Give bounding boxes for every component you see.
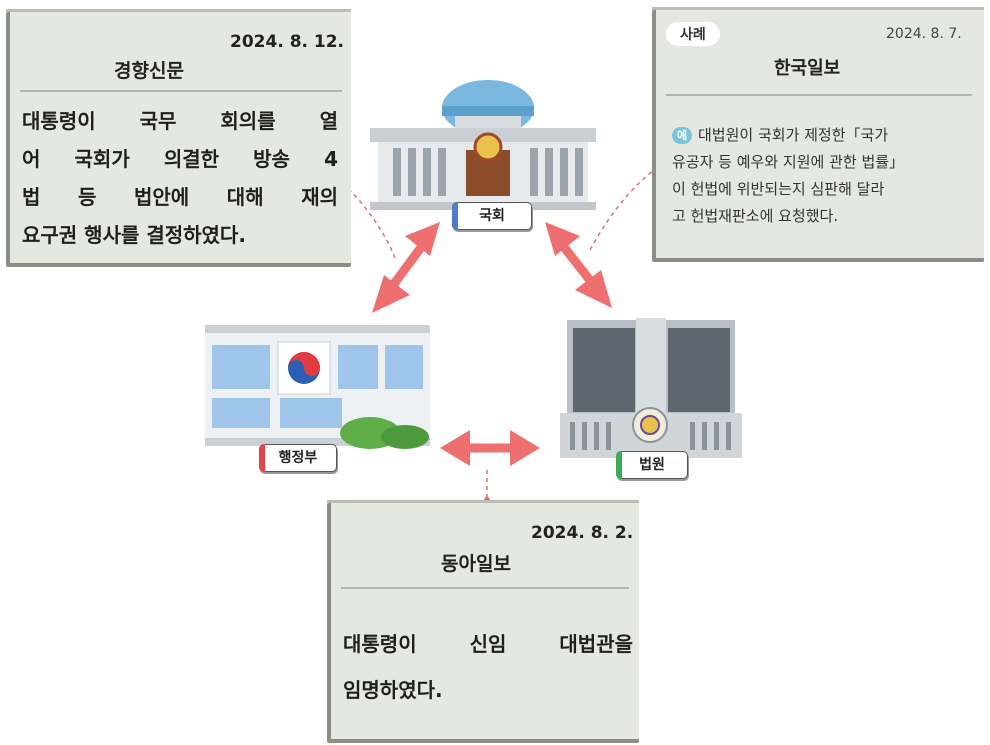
right-card-line: 이 헌법에 위반되는지 심판해 달라 (672, 180, 885, 198)
right-card-line: 예 대법원이 국회가 제정한「국가 (672, 122, 978, 149)
assembly-label-text: 국회 (479, 208, 505, 224)
bottom-card-line: 임명하였다. (343, 678, 443, 702)
left-card-divider (20, 90, 342, 92)
arrow-executive-court (440, 430, 540, 466)
court-label: 법원 (616, 451, 688, 479)
executive-label-accent (259, 444, 265, 472)
executive-building-illustration (205, 325, 430, 449)
arrow-assembly-executive (372, 222, 440, 313)
connector-right-card (589, 166, 659, 251)
executive-label-text: 행정부 (278, 450, 318, 466)
left-card-newspaper: 경향신문 (114, 60, 184, 82)
right-card-line-text: 대법원이 국회가 제정한「국가 (698, 126, 889, 144)
right-card-divider (666, 94, 972, 96)
left-card-body: 대통령이 국무 회의를 열 어 국회가 의결한 방송 4 법 등 법안에 대해 … (22, 102, 338, 254)
right-card-line: 유공자 등 예우와 지원에 관한 법률」 (672, 153, 905, 171)
left-card-line: 어 국회가 의결한 방송 4 (22, 147, 338, 171)
court-building-illustration (560, 318, 742, 458)
bottom-card-line: 대통령이 신임 대법관을 (343, 632, 633, 656)
right-card-line: 고 헌법재판소에 요청했다. (672, 207, 839, 225)
right-card-body: 예 대법원이 국회가 제정한「국가 유공자 등 예우와 지원에 관한 법률」 이 … (672, 122, 978, 230)
example-badge-icon: 예 (672, 127, 692, 144)
bottom-card-divider (341, 587, 629, 589)
bottom-card-date: 2024. 8. 2. (531, 523, 634, 543)
bottom-card-body: 대통령이 신임 대법관을 임명하였다. (343, 621, 633, 713)
court-label-accent (616, 451, 622, 479)
bottom-card-newspaper: 동아일보 (441, 553, 511, 575)
left-card-date: 2024. 8. 12. (230, 32, 345, 52)
arrow-assembly-court (545, 222, 612, 308)
example-tag: 사례 (666, 22, 720, 46)
left-card-line: 대통령이 국무 회의를 열 (22, 109, 338, 133)
assembly-building-illustration (370, 80, 596, 210)
bottom-news-card: 2024. 8. 2. 동아일보 대통령이 신임 대법관을 임명하였다. (327, 500, 639, 743)
right-news-card: 사례 2024. 8. 7. 한국일보 예 대법원이 국회가 제정한「국가 유공자… (652, 7, 984, 262)
left-card-line: 요구권 행사를 결정하였다. (22, 223, 246, 247)
right-card-date: 2024. 8. 7. (886, 26, 962, 42)
executive-label: 행정부 (259, 444, 337, 472)
court-label-text: 법원 (639, 457, 665, 473)
assembly-label-accent (452, 202, 458, 230)
left-card-line: 법 등 법안에 대해 재의 (22, 185, 338, 209)
left-news-card: 2024. 8. 12. 경향신문 대통령이 국무 회의를 열 어 국회가 의결… (6, 9, 351, 267)
assembly-label: 국회 (452, 202, 532, 230)
right-card-newspaper: 한국일보 (774, 58, 841, 79)
